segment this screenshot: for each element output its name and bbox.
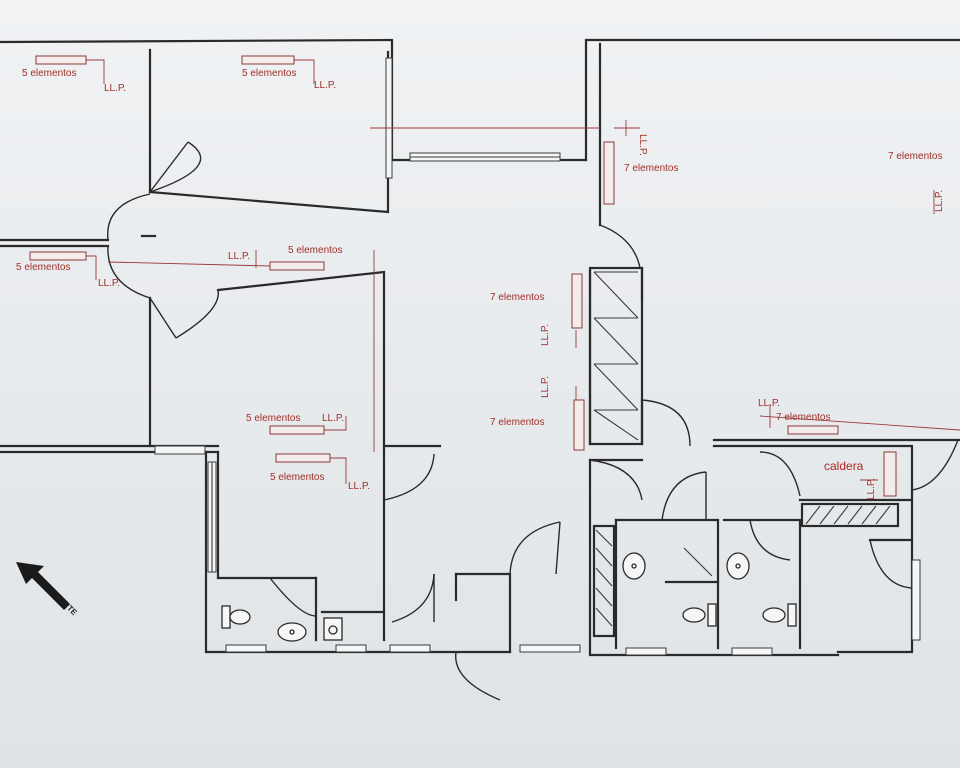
llp-label: LL.P. bbox=[540, 376, 551, 398]
toilet-icon bbox=[762, 603, 797, 627]
radiator-label: 5 elementos bbox=[22, 68, 76, 79]
llp-label: LL.P. bbox=[104, 83, 126, 94]
llp-label: LL.P. bbox=[228, 251, 250, 262]
radiators bbox=[29, 55, 897, 497]
llp-label: LL.P. bbox=[98, 278, 120, 289]
llp-label: LL.P. bbox=[540, 324, 551, 346]
radiator-label: 5 elementos bbox=[288, 245, 342, 256]
door-swings bbox=[107, 141, 959, 701]
radiator-label: 7 elementos bbox=[888, 151, 942, 162]
toilet-icon bbox=[682, 603, 717, 627]
piping-lines bbox=[86, 59, 960, 484]
radiator-label: 7 elementos bbox=[490, 292, 544, 303]
sink-icon bbox=[622, 552, 646, 580]
llp-label: LL.P. bbox=[758, 398, 780, 409]
llp-label: LL.P. bbox=[637, 134, 648, 156]
llp-label: LL.P. bbox=[934, 190, 945, 212]
radiator-label: 7 elementos bbox=[776, 412, 830, 423]
radiator-label: 7 elementos bbox=[490, 417, 544, 428]
sink-icon bbox=[726, 552, 750, 580]
radiator-label: 5 elementos bbox=[270, 472, 324, 483]
llp-label: LL.P. bbox=[322, 413, 344, 424]
sanitary-fixtures bbox=[221, 547, 797, 642]
radiator-label: 5 elementos bbox=[16, 262, 70, 273]
llp-label: LL.P. bbox=[348, 481, 370, 492]
stair-hatch bbox=[588, 266, 900, 638]
annotations: 5 elementos LL.P. 5 elementos LL.P. 5 el… bbox=[16, 68, 945, 500]
radiator-label: 7 elementos bbox=[624, 163, 678, 174]
llp-label: LL.P. bbox=[314, 80, 336, 91]
llp-label: LL.P. bbox=[866, 478, 877, 500]
bathtub-divider-icon bbox=[664, 547, 720, 584]
boiler-label: caldera bbox=[824, 459, 864, 473]
windows bbox=[154, 57, 921, 656]
radiator-label: 5 elementos bbox=[242, 68, 296, 79]
shower-tray-icon bbox=[323, 617, 343, 641]
toilet-icon bbox=[221, 605, 251, 629]
radiator-label: 5 elementos bbox=[246, 413, 300, 424]
sink-icon bbox=[277, 622, 307, 642]
